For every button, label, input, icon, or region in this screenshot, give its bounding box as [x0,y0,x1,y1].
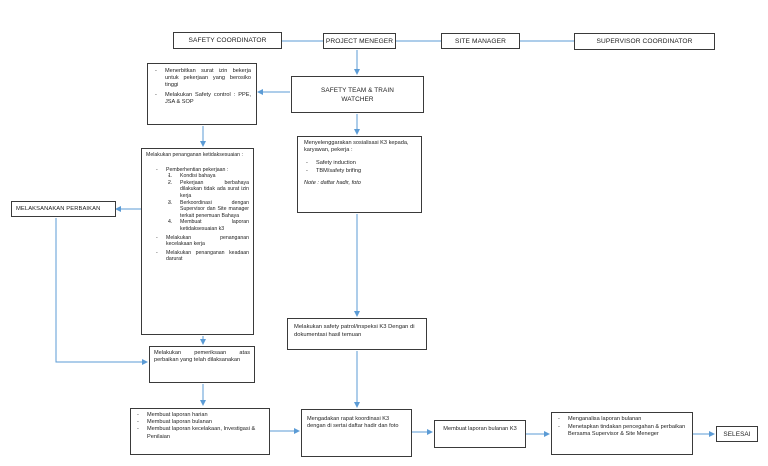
selesai-box: SELESAI [716,426,758,442]
step-text: Kondisi bahaya [180,173,216,180]
step-text: Berkoordinasi dengan Supervisor dan Site… [180,199,249,219]
step-num: 3. [168,199,173,206]
izin-item: Menerbitkan surat izin bekerja untuk pek… [153,68,251,90]
step-text: Membuat laporan ketidaksesuaian k3 [180,219,249,232]
step-num: 4. [168,219,173,226]
step-text: Pekerjaan berbahaya dilakukan tidak ada … [180,179,249,199]
penanganan-box: Melakukan penanganan ketidaksesuaian : P… [141,148,254,335]
penanganan-step: 4. Membuat laporan ketidaksesuaian k3 [166,219,249,232]
safety-team-box: SAFETY TEAM & TRAIN WATCHER [291,76,424,113]
sosialisasi-heading: Menyelenggarakan sosialisasi K3 kepada, … [304,140,409,154]
penanganan-subheading-text: Pemberhentian pekerjaan : [166,166,229,173]
site-manager-box: SITE MANAGER [441,33,520,49]
analisa-box: Menganalisa laporan bulanan Menetapkan t… [551,412,693,455]
penanganan-step: 1. Kondisi bahaya [166,173,249,180]
penanganan-subheading: Pemberhentian pekerjaan : 1. Kondisi baha… [154,167,249,233]
step-num: 1. [168,173,173,180]
penanganan-step: 2. Pekerjaan berbahaya dilakukan tidak ad… [166,180,249,200]
supervisor-coordinator-box: SUPERVISOR COORDINATOR [574,33,715,50]
sosialisasi-item: TBM/safety brifing [304,168,415,175]
rapat-box: Mengadakan rapat koordinasi K3 dengan di… [301,409,412,457]
laporan-item: Membuat laporan kecelakaan, Investigasi … [135,426,265,440]
arrow-perbaikan-to-pemeriksaan [55,218,148,365]
step-num: 2. [168,179,173,186]
penanganan-item: Melakukan penanganan kecelakaan kerja [154,235,249,248]
sosialisasi-item: Safety induction [304,160,415,167]
sosialisasi-note: Note : daftar hadir, foto [304,179,361,186]
penanganan-item: Melakukan penanganan keadaan darurat [154,250,249,263]
izin-box: Menerbitkan surat izin bekerja untuk pek… [147,63,257,125]
pemeriksaan-box: Melakukan pemeriksaan atas perbaikan yan… [149,346,255,383]
safety-coordinator-box: SAFETY COORDINATOR [173,32,282,49]
penanganan-step: 3. Berkoordinasi dengan Supervisor dan Si… [166,200,249,220]
laporan-item: Membuat laporan harian [135,412,265,419]
laporan-bulanan-box: Membuat laporan bulanan K3 [434,420,526,448]
project-meneger-box: PROJECT MENEGER [323,33,396,49]
perbaikan-box: MELAKSANAKAN PERBAIKAN [11,201,116,217]
sosialisasi-box: Menyelenggarakan sosialisasi K3 kepada, … [297,136,422,213]
izin-item: Melakukan Safety control : PPE, JSA & SO… [153,92,251,106]
analisa-item: Menganalisa laporan bulanan [556,416,688,423]
laporan-box: Membuat laporan harian Membuat laporan b… [130,408,270,455]
laporan-item: Membuat laporan bulanan [135,419,265,426]
patrol-box: Melakukan safety patrol/inspeksi K3 Deng… [287,318,427,350]
penanganan-heading: Melakukan penanganan ketidaksesuaian : [146,152,243,158]
analisa-item: Menetapkan tindakan pencegahan & perbaik… [556,424,688,438]
